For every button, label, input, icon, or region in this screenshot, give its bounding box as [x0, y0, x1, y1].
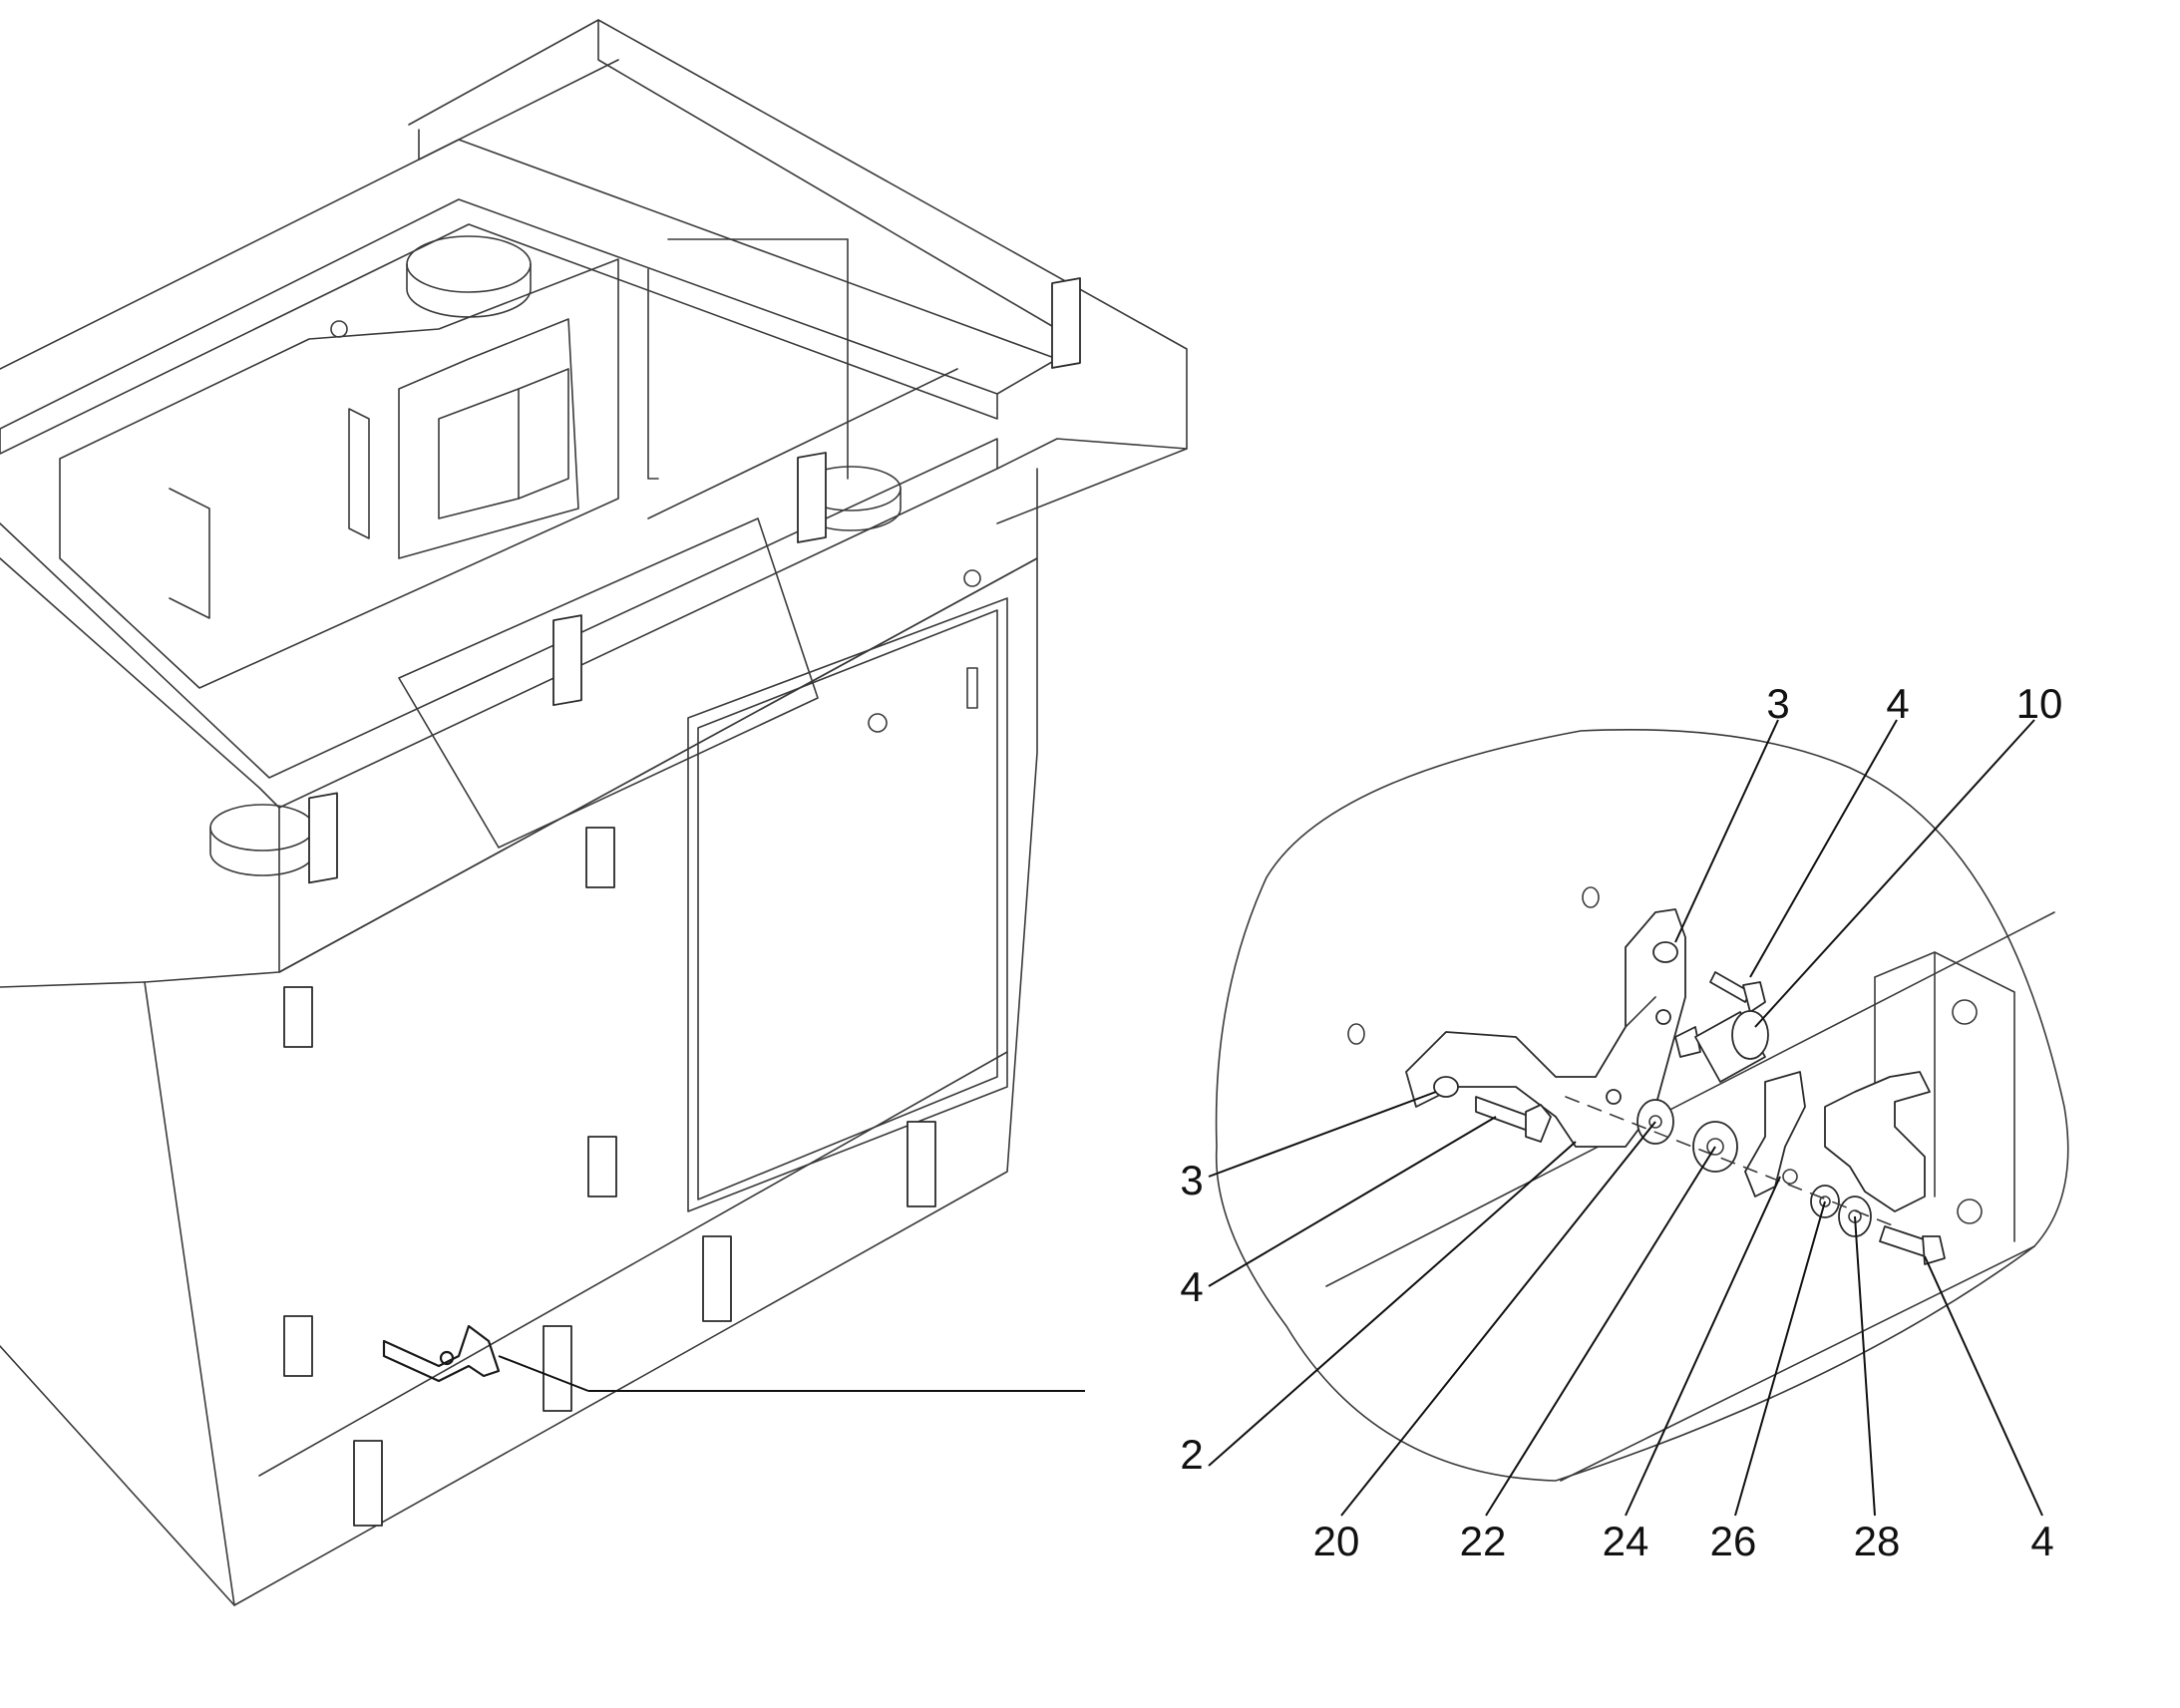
callout-26: 26	[1710, 1518, 1757, 1564]
latch-location-marker	[382, 1324, 1085, 1392]
callout-24: 24	[1603, 1518, 1649, 1564]
callout-10: 10	[2016, 680, 2063, 727]
callout-3-left: 3	[1180, 1157, 1203, 1203]
latch-hook-part-24	[1744, 1071, 1931, 1212]
callout-22: 22	[1460, 1518, 1507, 1564]
detail-view-outline	[1215, 729, 2069, 1482]
callout-4-left: 4	[1180, 1263, 1203, 1310]
machine-frame-assembly	[0, 19, 1188, 1606]
bolt-part-4-left	[1475, 1096, 1552, 1143]
callout-28: 28	[1854, 1518, 1901, 1564]
leader-lines	[1208, 719, 2043, 1517]
callout-4-top: 4	[1886, 680, 1909, 727]
rubber-bumper-part-10	[1674, 1010, 1769, 1083]
callout-20: 20	[1313, 1518, 1360, 1564]
bolt-part-4-right	[1879, 1225, 1946, 1265]
bolt-part-4-top	[1709, 971, 1766, 1013]
frame-mount-blocks	[283, 277, 1081, 1527]
bracket-part-2	[1405, 908, 1686, 1148]
callout-labels: 3 4 10 3 4 2 20 22 24 26 28 4	[1180, 680, 2062, 1564]
callout-4-bottom: 4	[2030, 1518, 2053, 1564]
callout-3-top: 3	[1766, 680, 1789, 727]
callout-2: 2	[1180, 1431, 1203, 1478]
